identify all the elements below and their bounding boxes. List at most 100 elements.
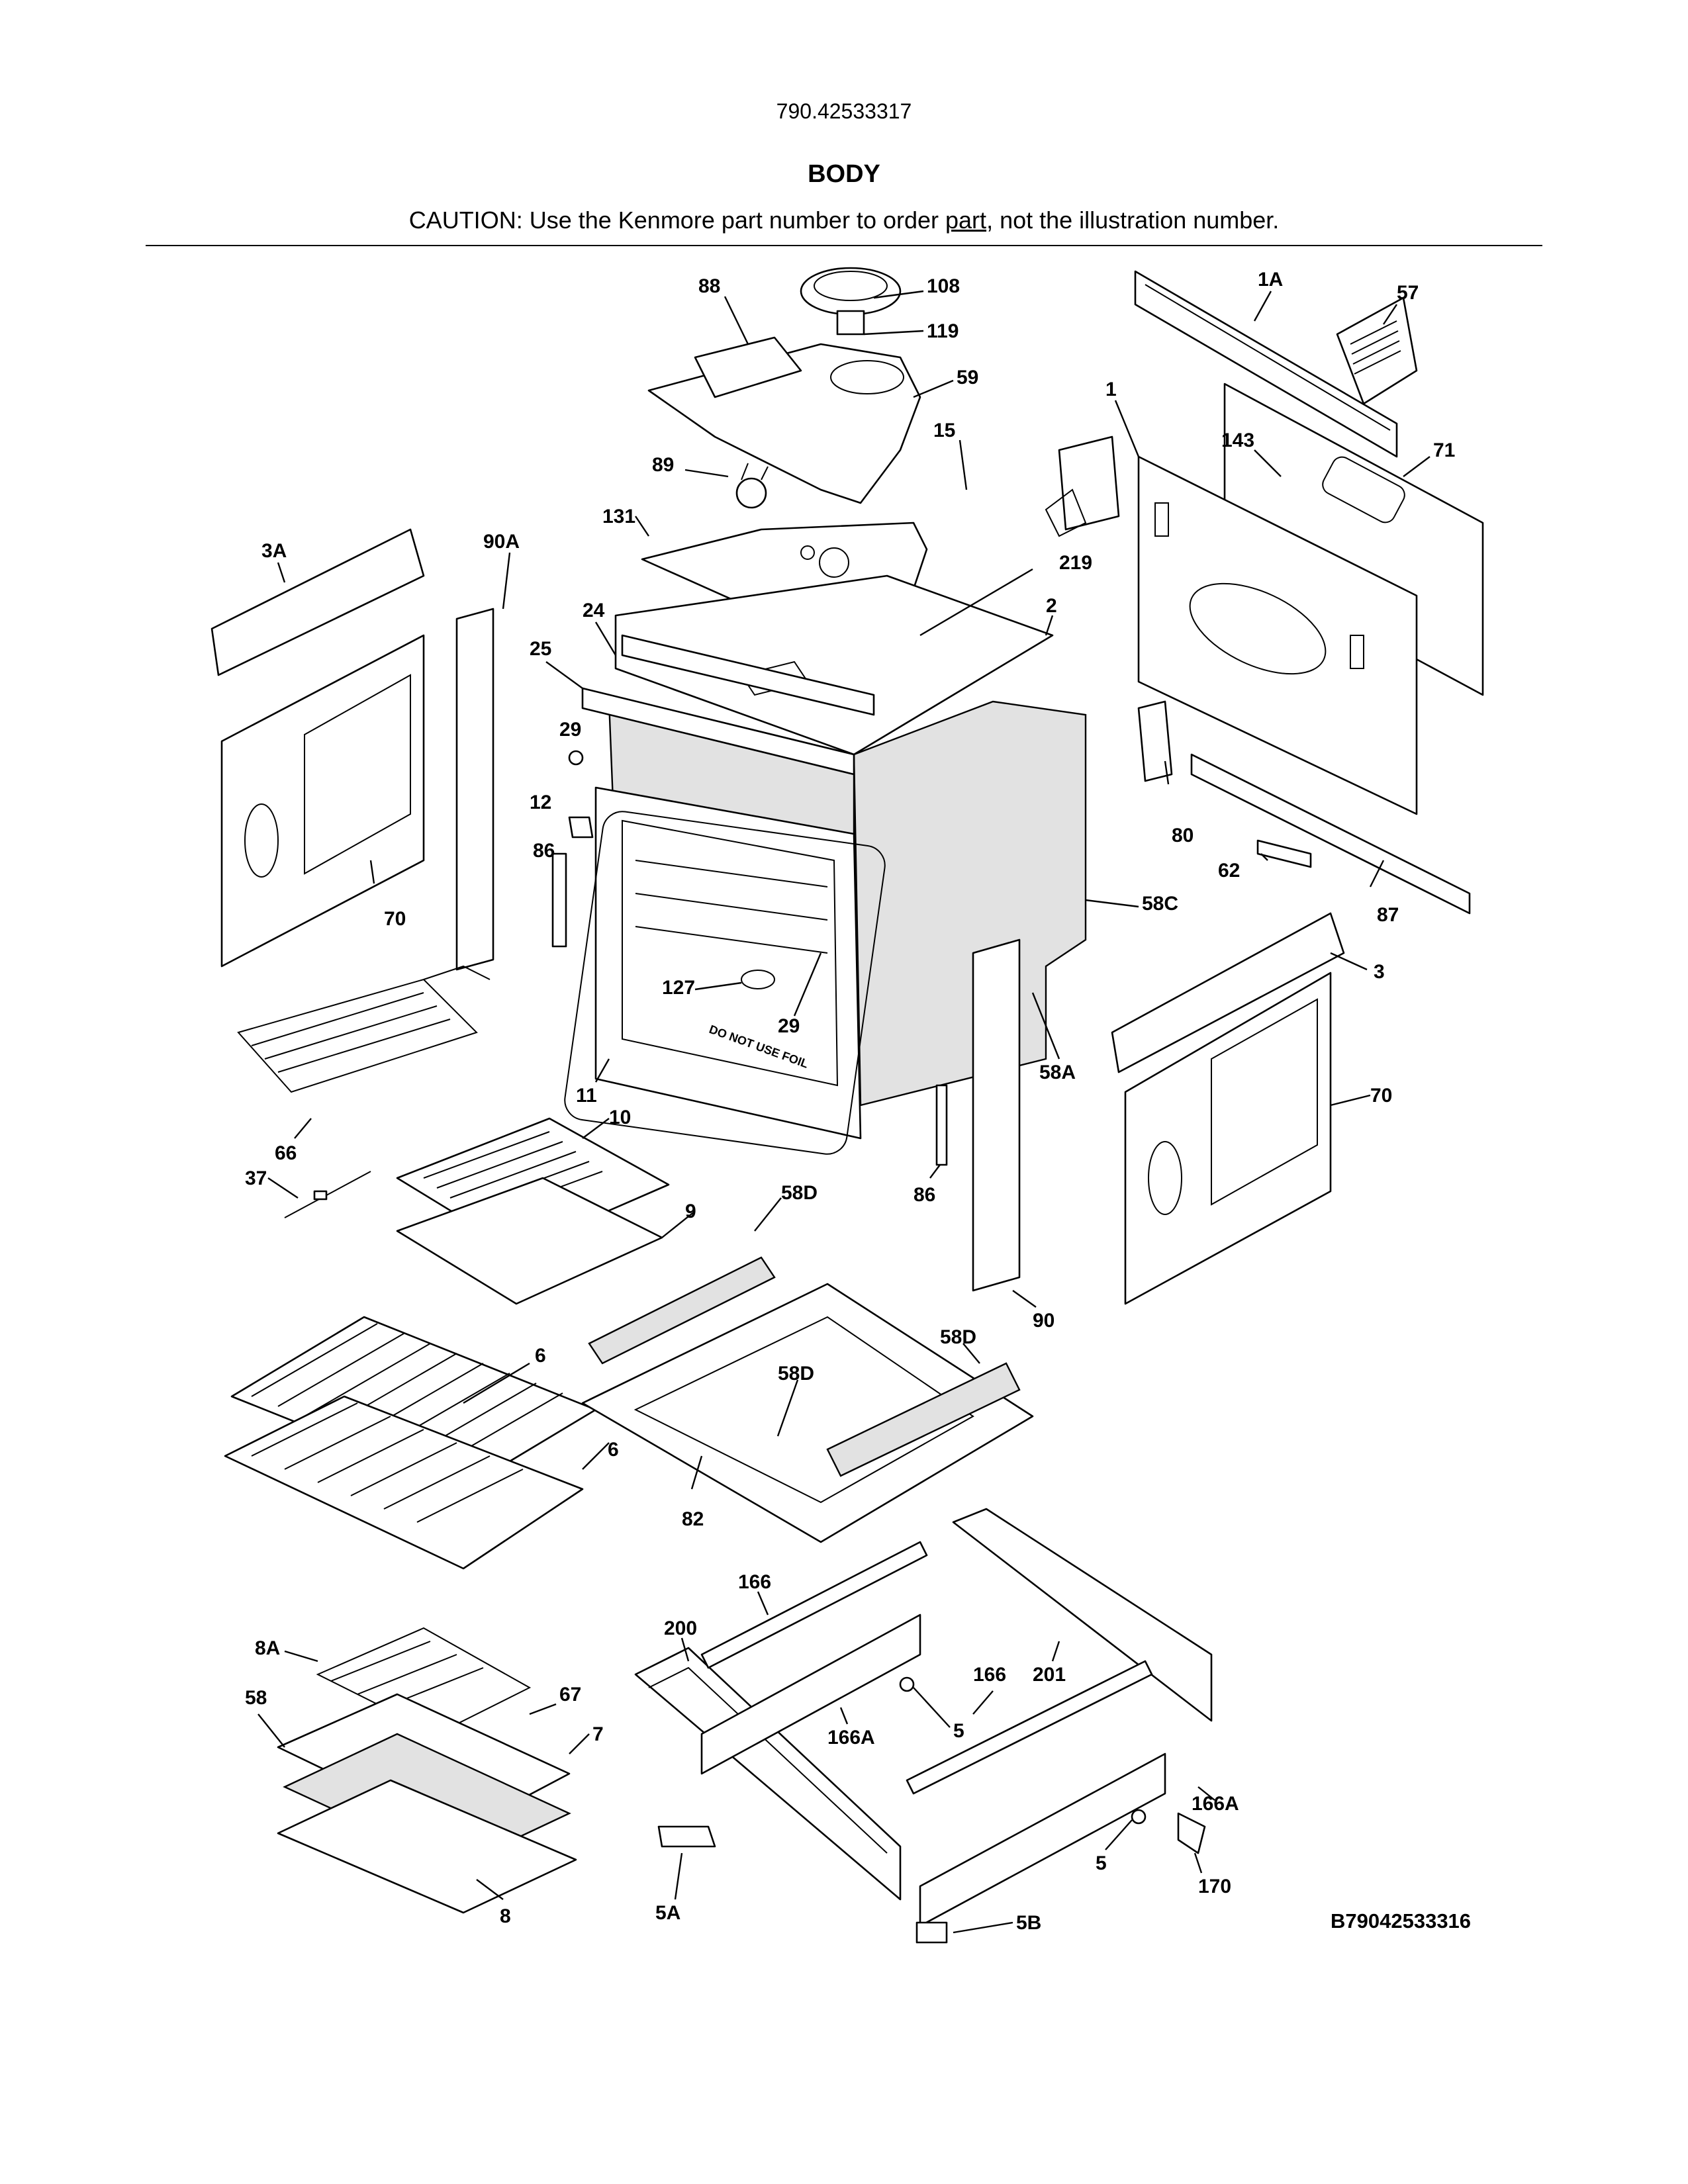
caution-note: CAUTION: Use the Kenmore part number to …: [0, 206, 1688, 234]
callout-59: 59: [957, 367, 978, 388]
base-front-frame-part: [634, 1647, 902, 1901]
callout-5A: 5A: [655, 1902, 680, 1924]
callout-90: 90: [1033, 1310, 1055, 1332]
callout-3A: 3A: [261, 540, 287, 562]
callout-labels: 88 108 119 59 1A 57 1 143 71 15 89 131 2…: [245, 269, 1455, 1934]
rear-channel-part: [1190, 753, 1471, 915]
mounting-bracket-part: [1137, 700, 1173, 782]
bottom-cover-part: [277, 1779, 577, 1914]
callout-15: 15: [933, 420, 955, 441]
callout-66: 66: [275, 1142, 297, 1164]
callout-29-upper: 29: [559, 719, 581, 741]
callout-89: 89: [652, 454, 674, 476]
callout-166A-right: 166A: [1192, 1793, 1239, 1815]
callout-3: 3: [1374, 961, 1385, 983]
left-side-panel-part: [220, 634, 425, 968]
small-fasteners-part: [568, 750, 594, 839]
base-rail-upper-part: [700, 1541, 928, 1669]
right-side-strip-part: [972, 938, 1021, 1292]
callout-200: 200: [664, 1617, 697, 1639]
leader-lines: [258, 290, 1430, 1934]
callout-57: 57: [1397, 282, 1419, 304]
front-insulation-strip-part: [588, 1256, 776, 1365]
rear-insulation-panel-part: [1223, 383, 1484, 696]
hinge-receiver-right-part: [935, 1084, 948, 1166]
high-limit-switch-part: [735, 463, 769, 509]
callout-1A: 1A: [1258, 269, 1283, 291]
callout-5-lower: 5: [1096, 1852, 1107, 1874]
back-panel-part: [1137, 455, 1418, 815]
callout-7: 7: [592, 1723, 604, 1745]
right-side-trim-part: [1111, 912, 1345, 1073]
bottom-frame-part: [581, 1283, 1034, 1543]
left-side-trim-part: [211, 528, 425, 676]
callout-2: 2: [1046, 595, 1057, 617]
callout-70-right: 70: [1370, 1085, 1392, 1107]
base-channel-part: [700, 1614, 1166, 1927]
callout-8: 8: [500, 1905, 511, 1927]
right-side-panel-part: [1124, 972, 1332, 1305]
callout-5-upper: 5: [953, 1720, 964, 1742]
section-title: BODY: [808, 160, 880, 188]
callout-119: 119: [927, 320, 959, 342]
callout-9: 9: [685, 1201, 696, 1222]
callout-29-lower: 29: [778, 1015, 800, 1037]
grille-cover-part: [1336, 296, 1418, 405]
callout-166-upper: 166: [738, 1571, 771, 1593]
base-rear-frame-part: [952, 1508, 1213, 1722]
callout-71: 71: [1433, 439, 1455, 461]
callout-58D-right: 58D: [940, 1326, 976, 1348]
callout-10: 10: [609, 1107, 631, 1128]
top-trim-part: [1134, 270, 1398, 458]
callout-166A-left: 166A: [827, 1727, 875, 1749]
callout-108: 108: [927, 275, 960, 297]
callout-37: 37: [245, 1167, 267, 1189]
base-rail-lower-part: [906, 1660, 1153, 1795]
broil-element-part: [237, 965, 491, 1093]
oven-rack-lower-part: [224, 1395, 584, 1570]
callout-86-upper: 86: [533, 840, 555, 862]
callout-131: 131: [602, 506, 635, 527]
callout-58D-middle: 58D: [778, 1363, 814, 1385]
callout-143: 143: [1221, 430, 1254, 451]
callout-58: 58: [245, 1687, 267, 1709]
callout-58D-top: 58D: [781, 1182, 818, 1204]
terminal-block-part: [1256, 839, 1312, 868]
callout-12: 12: [530, 792, 551, 813]
convection-fan-motor-part: [800, 267, 902, 336]
callout-201: 201: [1033, 1664, 1066, 1686]
callout-8A: 8A: [255, 1637, 280, 1659]
callout-11: 11: [576, 1085, 597, 1107]
callout-90A: 90A: [483, 531, 520, 553]
left-side-strip-part: [455, 608, 494, 971]
caution-part-link[interactable]: part: [945, 206, 987, 234]
callout-24: 24: [583, 600, 605, 621]
callout-88: 88: [698, 275, 720, 297]
caution-suffix: , not the illustration number.: [986, 206, 1280, 234]
callout-80: 80: [1172, 825, 1194, 846]
caution-prefix: CAUTION: Use the Kenmore part number to …: [408, 206, 946, 234]
temperature-sensor-part: [284, 1171, 371, 1218]
callout-6-upper: 6: [535, 1345, 546, 1367]
callout-58A: 58A: [1039, 1062, 1076, 1083]
callout-127: 127: [662, 977, 695, 999]
switch-block-part: [1045, 435, 1120, 537]
diagram-code: B79042533316: [1331, 1909, 1472, 1933]
header-rule: [146, 245, 1542, 246]
callout-87: 87: [1377, 904, 1399, 926]
callout-1: 1: [1105, 379, 1117, 400]
hinge-receiver-left-part: [551, 852, 567, 948]
oven-door-gasket-part: [564, 811, 886, 1155]
model-number: 790.42533317: [776, 99, 912, 123]
callout-70-left: 70: [384, 908, 406, 930]
callout-219: 219: [1059, 552, 1092, 574]
side-insulation-strip-part: [826, 1362, 1021, 1477]
front-frame-strip-part: [581, 634, 875, 776]
callout-58C: 58C: [1142, 893, 1178, 915]
leveling-legs-part: [657, 1676, 1206, 1944]
oven-cavity-part: DO NOT USE FOIL: [594, 786, 862, 1140]
callout-5B: 5B: [1016, 1912, 1041, 1934]
callout-166-lower: 166: [973, 1664, 1006, 1686]
callout-82: 82: [682, 1508, 704, 1530]
